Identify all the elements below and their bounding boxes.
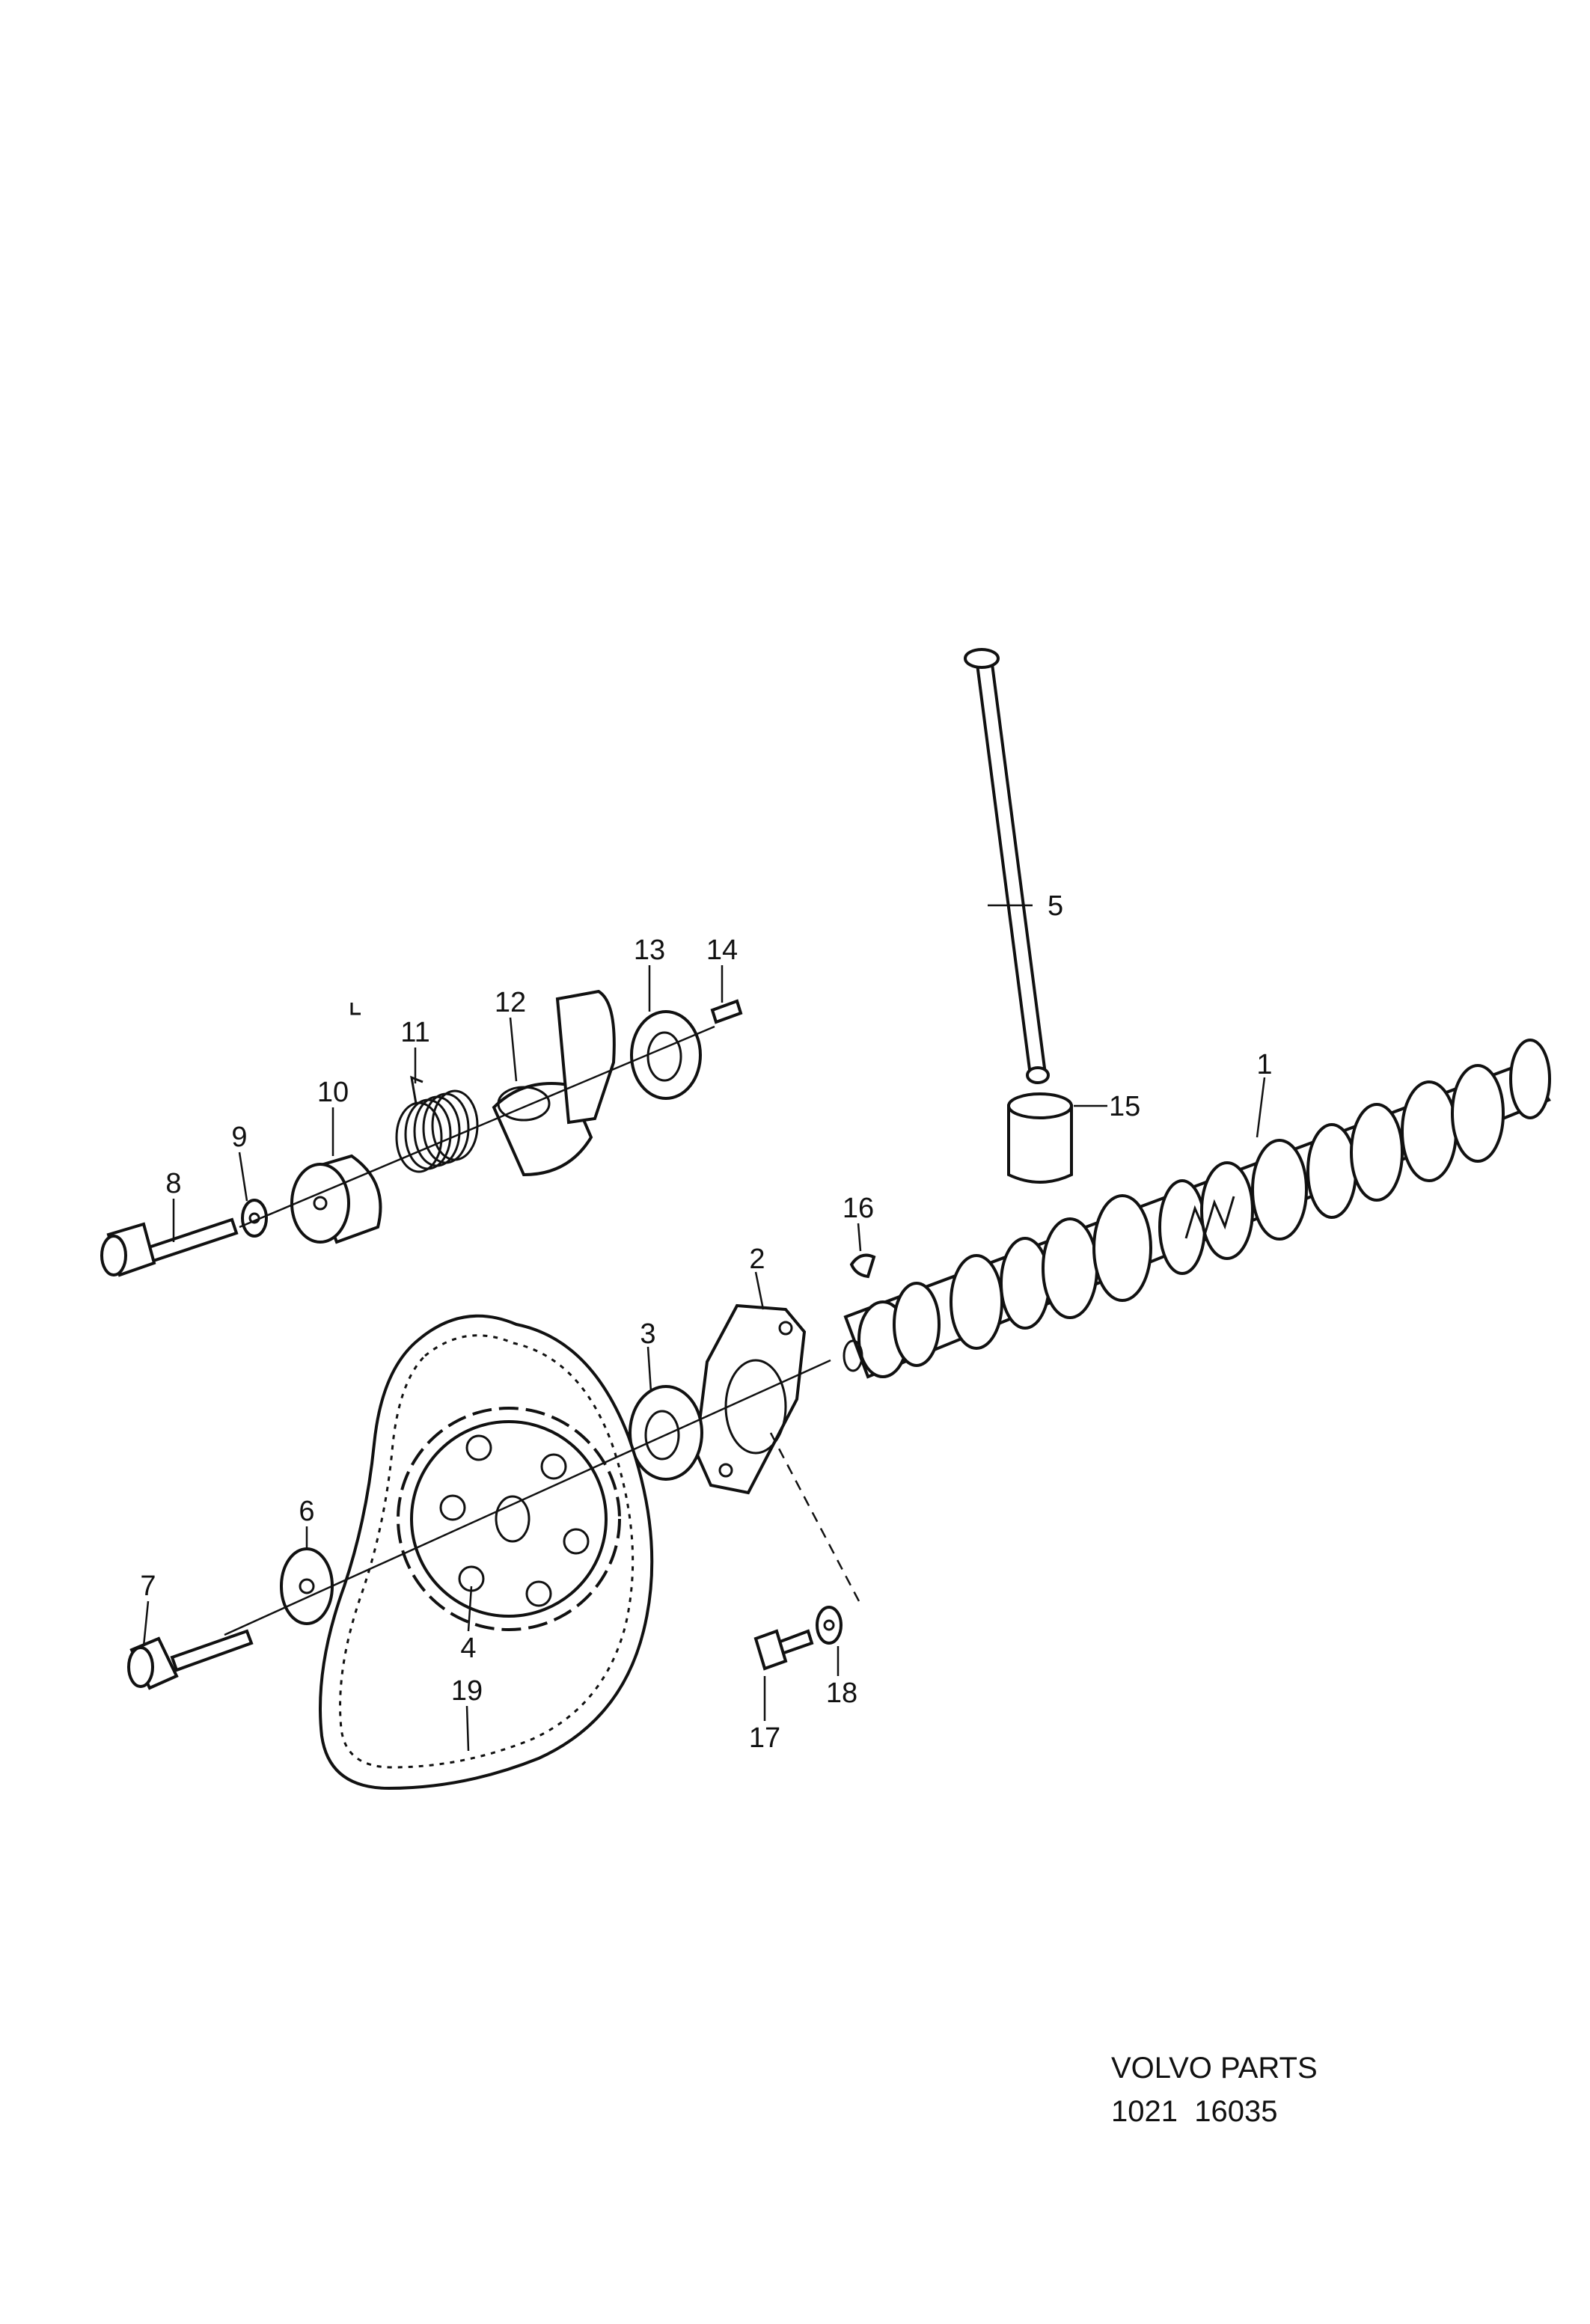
callout-18: 18 [826, 1678, 857, 1709]
callout-14: 14 [706, 935, 738, 966]
tensioner-lock-washer [241, 1199, 268, 1238]
callout-5: 5 [1048, 890, 1063, 922]
callout-19: 19 [451, 1675, 483, 1707]
callout-leaders [142, 904, 1266, 1752]
callout-16: 16 [843, 1193, 874, 1224]
flange-washer [816, 1606, 843, 1645]
callout-11: 11 [400, 1017, 429, 1048]
callout-13: 13 [634, 935, 665, 966]
tappet [1007, 1092, 1073, 1184]
callout-6: 6 [299, 1496, 314, 1527]
tensioner-spring [395, 1075, 479, 1173]
assembly-axis-lines [224, 1025, 860, 1636]
callout-12: 12 [495, 987, 526, 1018]
tensioner-washer [630, 1010, 702, 1100]
sprocket-bolt [127, 1629, 254, 1690]
tensioner-housing [290, 1154, 382, 1244]
pushrod [964, 648, 1050, 1084]
callout-7: 7 [140, 1571, 156, 1602]
footer-brand: VOLVO PARTS [1111, 2052, 1318, 2085]
thrust-flange [694, 1303, 807, 1495]
stray-mark [350, 1003, 361, 1015]
flange-bolt [753, 1629, 814, 1671]
callout-9: 9 [231, 1122, 247, 1153]
callout-4: 4 [460, 1633, 476, 1664]
sprocket-washer [280, 1547, 334, 1625]
tensioner-bolt [100, 1217, 239, 1277]
camshaft [843, 1039, 1551, 1379]
callout-10: 10 [317, 1077, 349, 1108]
camshaft-sprocket [397, 1407, 621, 1631]
footer-caption: VOLVO PARTS 1021 16035 [1111, 2046, 1318, 2133]
washer [629, 1385, 703, 1481]
callout-2: 2 [749, 1244, 765, 1275]
callout-17: 17 [749, 1722, 780, 1754]
tensioner-slipper [492, 989, 616, 1177]
callout-8: 8 [165, 1168, 181, 1199]
callout-3: 3 [640, 1318, 655, 1350]
callout-15: 15 [1109, 1091, 1140, 1122]
callout-labels: 1 2 3 4 5 6 7 8 9 10 11 12 13 14 15 16 1… [140, 890, 1272, 1754]
footer-code: 1021 16035 [1111, 2095, 1278, 2128]
tensioner-pin [710, 999, 743, 1024]
callout-1: 1 [1256, 1049, 1272, 1080]
woodruff-key [849, 1253, 876, 1279]
